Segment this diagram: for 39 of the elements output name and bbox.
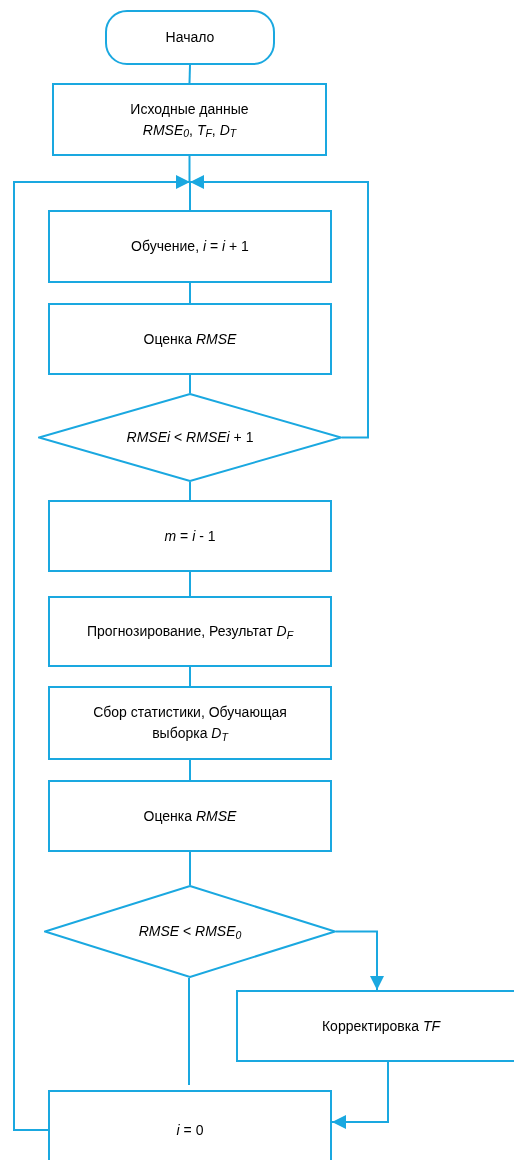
- connector-line: [189, 759, 191, 781]
- node-text: Сбор статистики, Обучающая выборка D$_{T}$: [92, 703, 288, 744]
- node-text: Исходные данные: [130, 99, 249, 119]
- connector-line: [189, 571, 191, 597]
- node-text: RMSEi < RMSEi + 1: [126, 428, 254, 447]
- connector-line: [188, 64, 191, 84]
- process-box: [48, 1090, 332, 1160]
- node-text: i = 0: [176, 1120, 204, 1140]
- connector-line: [335, 930, 384, 991]
- process-box: [48, 210, 332, 283]
- node-text: m = i - 1: [164, 526, 216, 546]
- connector-line: [189, 481, 191, 501]
- process-box: [48, 596, 332, 667]
- connector-line: [189, 851, 191, 886]
- node-text: Оценка RMSE: [143, 806, 237, 826]
- connector-line: [188, 977, 190, 1086]
- process-box: [48, 303, 332, 375]
- node-text: Прогнозирование, Результат D$_{F}$: [86, 622, 294, 642]
- terminal-box: [105, 10, 275, 65]
- node-text: Оценка RMSE: [143, 329, 237, 349]
- process-box: [48, 780, 332, 852]
- connector-line: [189, 282, 191, 304]
- node-text: RMSE$_{0}$, T$_{F}$, D$_{T}$: [142, 120, 237, 141]
- node-text: Обучение, i = i + 1: [131, 237, 249, 256]
- connector-line: [189, 175, 369, 439]
- process-box: [52, 83, 327, 156]
- process-box: [48, 686, 332, 760]
- connector-line: [13, 175, 191, 1131]
- decision-diamond: [38, 393, 342, 482]
- connector-line: [189, 374, 191, 394]
- process-box: [236, 990, 514, 1062]
- node-text: Корректировка TF: [321, 1016, 440, 1036]
- node-text: RMSE < RMSE$_{0}$: [138, 922, 242, 942]
- connector-line: [189, 666, 191, 687]
- connector-line: [331, 1061, 389, 1129]
- process-box: [48, 500, 332, 572]
- decision-diamond: [44, 885, 336, 978]
- node-text: Начало: [165, 28, 215, 47]
- connector-line: [188, 155, 191, 183]
